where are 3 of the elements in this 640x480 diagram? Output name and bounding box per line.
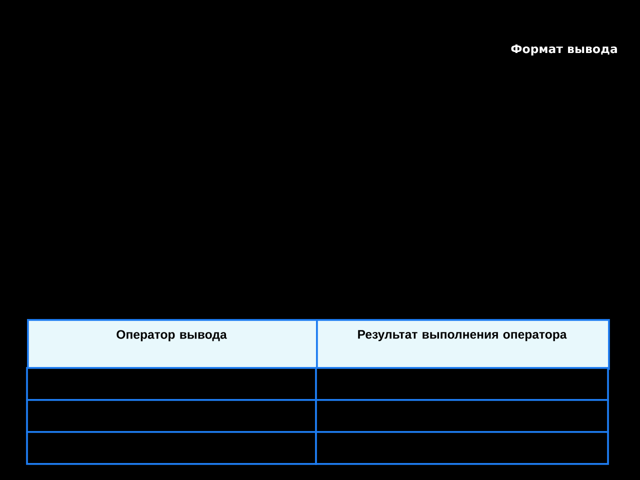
header-cell: Результат выполнения оператора	[316, 319, 610, 370]
slide-title: Формат вывода	[511, 44, 617, 56]
header-cell: Оператор вывода	[27, 319, 318, 370]
